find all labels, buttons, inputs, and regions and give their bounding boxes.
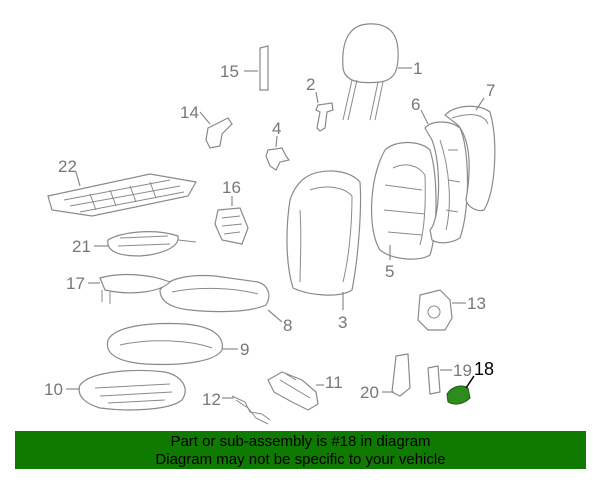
part-16-control-module[interactable] — [214, 196, 249, 245]
callout-15: 15 — [220, 62, 239, 81]
callout-13: 13 — [467, 294, 486, 313]
callout-5: 5 — [385, 262, 394, 281]
callout-12: 12 — [202, 390, 221, 409]
callout-7: 7 — [486, 81, 495, 100]
part-3-backrest-cover[interactable] — [286, 170, 362, 310]
part-10-seat-frame[interactable] — [66, 369, 186, 411]
part-8-seat-cushion-cover[interactable] — [159, 274, 283, 323]
callout-14: 14 — [180, 103, 199, 122]
part-14-switch[interactable] — [199, 111, 233, 149]
part-19-cover-trim[interactable] — [427, 365, 452, 395]
seat-parts-diagram: 1 2 3 4 5 6 7 — [44, 23, 496, 425]
callout-6: 6 — [411, 95, 420, 114]
banner-line-1: Part or sub-assembly is #18 in diagram — [170, 433, 431, 450]
callout-16: 16 — [222, 178, 241, 197]
banner-line-2: Diagram may not be specific to your vehi… — [155, 451, 446, 468]
part-6-backrest-frame[interactable] — [420, 109, 469, 244]
part-9-seat-cushion-pad[interactable] — [106, 322, 238, 366]
part-1-headrest[interactable] — [342, 23, 412, 121]
callout-18: 18 — [474, 359, 494, 379]
part-5-backrest-cushion[interactable] — [370, 141, 437, 261]
callout-10: 10 — [44, 380, 63, 399]
part-11-seat-adjuster[interactable] — [267, 371, 324, 411]
part-22-heater-mat[interactable] — [47, 171, 197, 217]
part-2-guide[interactable] — [315, 91, 334, 132]
part-15-rod[interactable] — [244, 45, 269, 91]
callout-2: 2 — [306, 75, 315, 94]
callout-3: 3 — [338, 313, 347, 332]
callout-19: 19 — [453, 361, 472, 380]
part-4-bracket[interactable] — [265, 135, 291, 171]
callout-11: 11 — [325, 373, 343, 392]
part-12-wire-harness[interactable] — [222, 395, 271, 425]
callout-4: 4 — [272, 119, 281, 138]
callout-20: 20 — [360, 383, 379, 402]
callout-9: 9 — [240, 340, 249, 359]
callout-22: 22 — [58, 157, 77, 176]
callout-1: 1 — [413, 59, 422, 78]
part-7-back-panel[interactable] — [444, 97, 496, 212]
part-21-heater[interactable] — [94, 231, 197, 257]
callout-17: 17 — [66, 274, 85, 293]
part-18-highlighted[interactable] — [446, 375, 475, 405]
callout-8: 8 — [283, 316, 292, 335]
part-17-cushion-support[interactable] — [88, 273, 172, 304]
part-20-side-trim[interactable] — [382, 353, 411, 397]
info-banner: Part or sub-assembly is #18 in diagram D… — [15, 431, 586, 469]
part-13-recliner[interactable] — [417, 289, 466, 331]
callout-21: 21 — [72, 237, 91, 256]
